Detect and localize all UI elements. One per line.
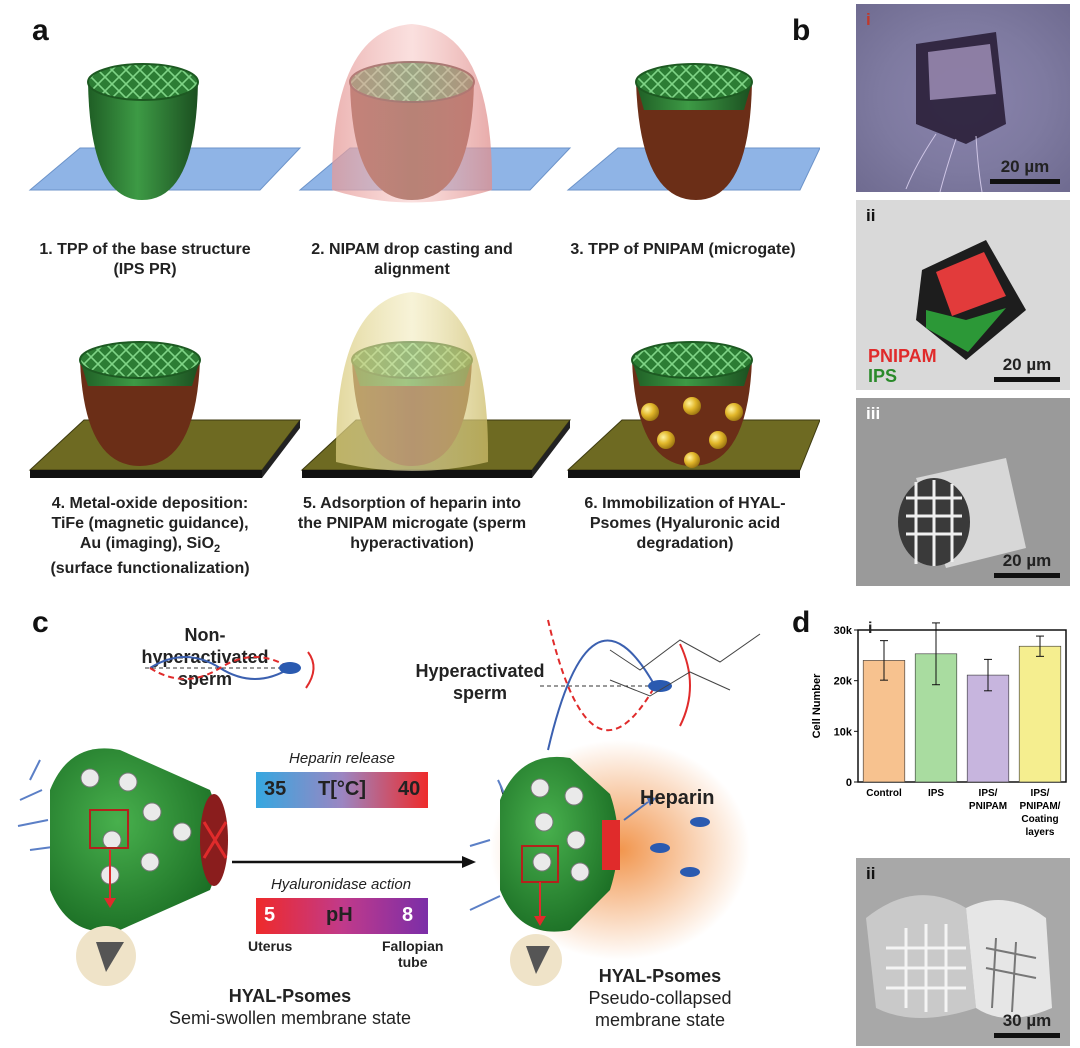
bar	[966, 674, 1010, 783]
step3-illustration	[566, 63, 820, 200]
micrograph-b-ii-image	[916, 240, 1026, 360]
y-tick-label: 10k	[834, 726, 853, 738]
panel-label-d: d	[792, 606, 811, 639]
x-tick-label: IPS	[928, 788, 944, 799]
hyal-action-label: Hyaluronidase action	[270, 876, 412, 893]
y-tick-label: 0	[846, 777, 852, 789]
micrograph-d-ii-image	[866, 895, 1052, 1018]
x-tick-label: IPS/	[1031, 788, 1050, 799]
left-microcarrier	[17, 748, 228, 986]
ph-bar	[256, 898, 428, 934]
step1-caption: 1. TPP of the base structure(IPS PR)	[39, 241, 251, 278]
step1-illustration	[28, 63, 302, 200]
micrograph-b-i: i 20 µm	[856, 4, 1070, 192]
y-tick-label: 30k	[834, 625, 853, 637]
x-tick-label: Coating	[1021, 814, 1058, 825]
right-microcarrier	[469, 633, 761, 986]
heparin-release-label: Heparin release	[289, 750, 395, 767]
step4-illustration	[28, 341, 302, 478]
micrograph-b-i-scalebar: 20 µm	[990, 157, 1060, 184]
step6-caption: 6. Immobilization of HYAL-Psomes (Hyalur…	[584, 495, 786, 552]
x-tick-label: PNIPAM	[969, 801, 1007, 812]
legend-pnipam: PNIPAM	[868, 346, 937, 366]
chart-frame	[857, 629, 1067, 783]
micrograph-b-i-label: i	[866, 10, 871, 29]
micrograph-b-ii-label: ii	[866, 206, 876, 225]
panel-label-a: a	[32, 14, 49, 47]
hyper-waveform	[540, 619, 691, 751]
x-tick-label: IPS/	[979, 788, 998, 799]
micrograph-b-i-image	[905, 32, 1006, 192]
chart-panel-label-i: i	[868, 620, 873, 637]
legend-ips: IPS	[868, 366, 898, 386]
temp-low: 35	[264, 778, 287, 800]
heparin-label: Heparin	[640, 787, 715, 809]
x-tick-label: layers	[1026, 827, 1055, 838]
x-tick-label: PNIPAM/	[1020, 801, 1061, 812]
panel-a-illustrations	[28, 24, 820, 478]
micrograph-b-iii-image	[898, 458, 1026, 568]
micrograph-b-iii: iii 20 µm	[856, 398, 1070, 586]
micrograph-b-iii-label: iii	[866, 404, 881, 423]
micrograph-d-ii: ii 30 µm	[856, 858, 1070, 1046]
x-tick-label: Control	[866, 788, 902, 799]
bar	[1018, 645, 1062, 783]
step3-caption: 3. TPP of PNIPAM (microgate)	[570, 241, 796, 258]
temp-high: 40	[398, 778, 421, 800]
uterus-label: Uterus	[248, 938, 293, 954]
panel-label-b: b	[792, 14, 811, 47]
panel-label-c: c	[32, 606, 49, 639]
step4-caption: 4. Metal-oxide deposition:TiFe (magnetic…	[50, 495, 250, 578]
micrograph-d-ii-label: ii	[866, 864, 876, 883]
ph-high: 8	[402, 904, 414, 926]
step2-illustration	[298, 24, 572, 203]
micrograph-b-iii-scalebar: 20 µm	[994, 551, 1060, 578]
temperature-bar	[256, 772, 428, 808]
micrograph-b-ii-scalebar: 20 µm	[994, 355, 1060, 382]
micrograph-b-ii: ii PNIPAM IPS 20 µm	[856, 200, 1070, 390]
ph-label: pH	[326, 904, 353, 926]
step5-illustration	[300, 292, 572, 478]
ph-low: 5	[264, 904, 276, 926]
non-hyper-waveform	[145, 651, 315, 689]
step6-illustration	[566, 341, 820, 478]
bar	[862, 660, 906, 783]
panel-c-illustration	[17, 619, 761, 986]
temp-label: T[°C]	[318, 778, 366, 800]
y-axis-label: Cell Number	[811, 673, 823, 739]
y-tick-label: 20k	[834, 676, 853, 688]
micrograph-d-ii-scalebar: 30 µm	[994, 1011, 1060, 1038]
